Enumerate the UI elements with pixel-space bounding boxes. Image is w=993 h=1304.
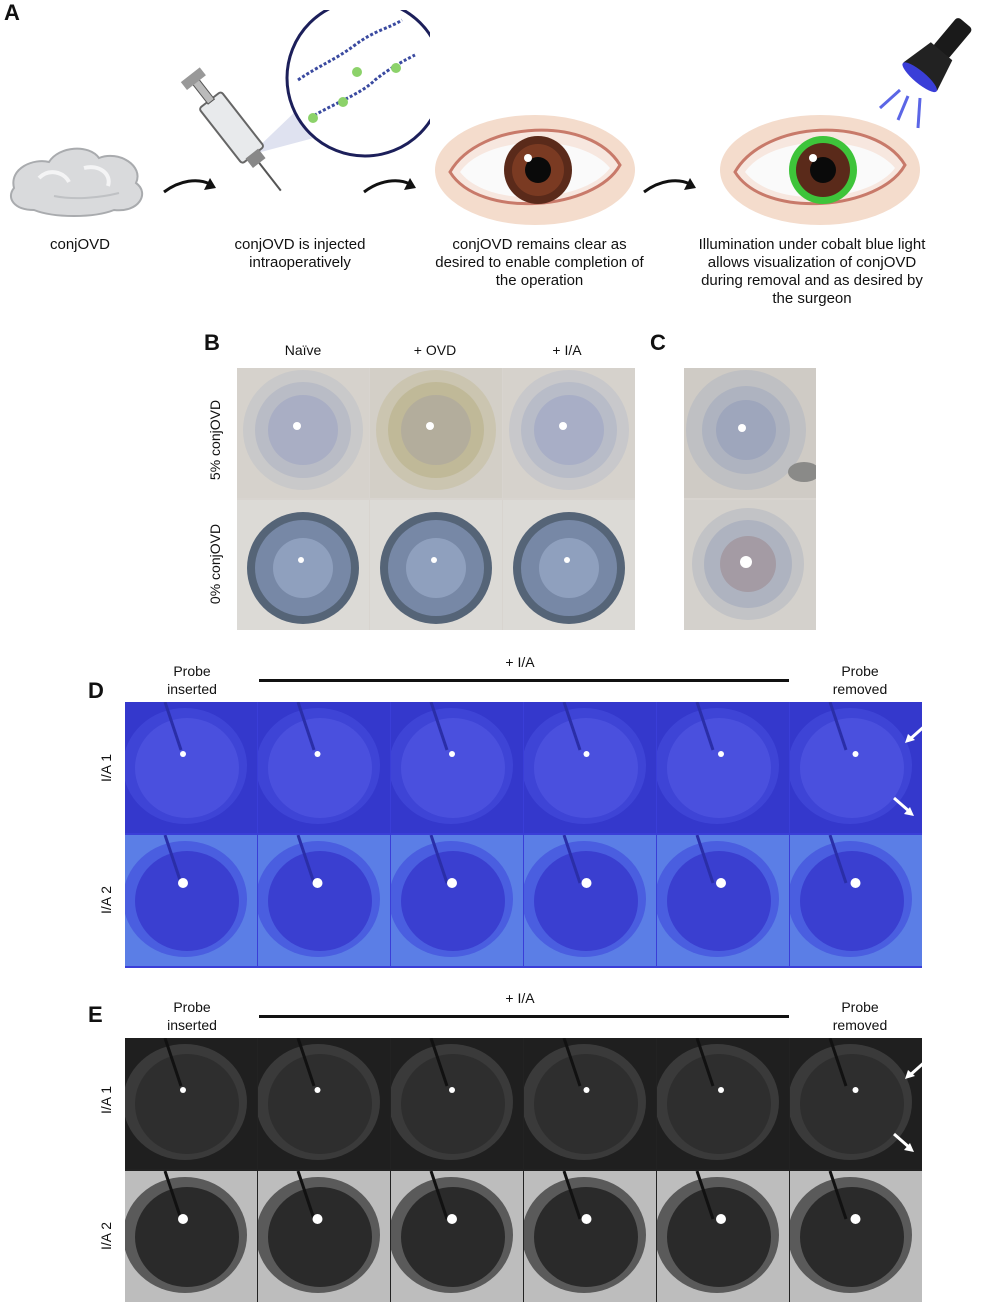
eye-photo [391,702,523,833]
eye-photo [237,368,369,498]
syringe-illustration [180,10,430,192]
row-label-ia1: I/A 1 [98,753,114,783]
ia-bracket-line [259,1015,789,1018]
panel-e-image-grid [125,1038,922,1302]
row-label-ia2: I/A 2 [98,1221,114,1251]
eye-photo [684,368,816,498]
arrow-icon [893,796,914,816]
arrow-icon [643,178,696,194]
eye-photo [657,702,789,833]
column-label-ia: + I/A [552,342,582,358]
ia-bar-label: + I/A [505,654,535,670]
eye-photo [657,1038,789,1169]
eye-photo [524,835,656,966]
eye-photo [258,835,390,966]
eye-photo [370,368,502,498]
step-caption-2: conjOVD is injected intraoperatively [234,236,366,271]
panel-d-image-grid [125,702,922,968]
panel-c-image-stack [684,368,816,630]
eye-photo [524,1171,656,1302]
row-label-ia1: I/A 1 [98,1085,114,1115]
arrow-icon [163,178,216,194]
eye-photo [790,835,922,966]
arrow-icon [905,722,928,743]
eye-clear-illustration [435,115,635,225]
eye-photo [237,500,369,630]
panel-letter-b: B [204,330,220,355]
ia-bracket-line [259,679,789,682]
panel-letter-c: C [650,330,666,355]
eye-photo [125,835,257,966]
eye-photo [657,1171,789,1302]
probe-removed-label: Probe removed [832,663,888,697]
probe-inserted-label: Probe inserted [167,999,217,1033]
eye-photo [258,1038,390,1169]
eye-photo [524,1038,656,1169]
row-label-ia2: I/A 2 [98,885,114,915]
eye-photo [503,368,635,498]
step-caption-3: conjOVD remains clear as desired to enab… [435,236,644,289]
panel-b-image-grid [237,368,635,630]
eye-photo [125,702,257,833]
eye-photo [524,702,656,833]
eye-photo [125,1171,257,1302]
arrow-icon [905,1058,928,1079]
eye-photo [125,1038,257,1169]
cobalt-lamp-icon [878,18,972,129]
eye-photo [684,500,816,630]
eye-photo [370,500,502,630]
step-caption-1: conjOVD [49,236,111,253]
arrow-icon [363,178,416,194]
gel-blob-illustration [9,147,144,217]
eye-photo [790,1171,922,1302]
step-caption-4: Illumination under cobalt blue light all… [698,236,926,307]
eye-photo [503,500,635,630]
eye-photo [258,1171,390,1302]
panel-letter-d: D [88,678,104,703]
eye-photo [258,702,390,833]
row-label-0pct: 0% conjOVD [207,523,223,605]
panel-letter-a: A [4,0,20,25]
ia-bar-label: + I/A [505,990,535,1006]
eye-photo [657,835,789,966]
probe-removed-label: Probe removed [832,999,888,1033]
arrow-icon [893,1132,914,1152]
eye-photo [391,1171,523,1302]
probe-inserted-label: Probe inserted [167,663,217,697]
eye-fluorescent-illustration [720,115,920,225]
eye-photo [391,1038,523,1169]
column-label-ovd: + OVD [413,342,457,358]
column-label-naive: Naïve [284,342,322,358]
eye-photo [391,835,523,966]
panel-letter-e: E [88,1002,103,1027]
eye-photo [790,1038,922,1169]
eye-photo [790,702,922,833]
row-label-5pct: 5% conjOVD [207,399,223,481]
